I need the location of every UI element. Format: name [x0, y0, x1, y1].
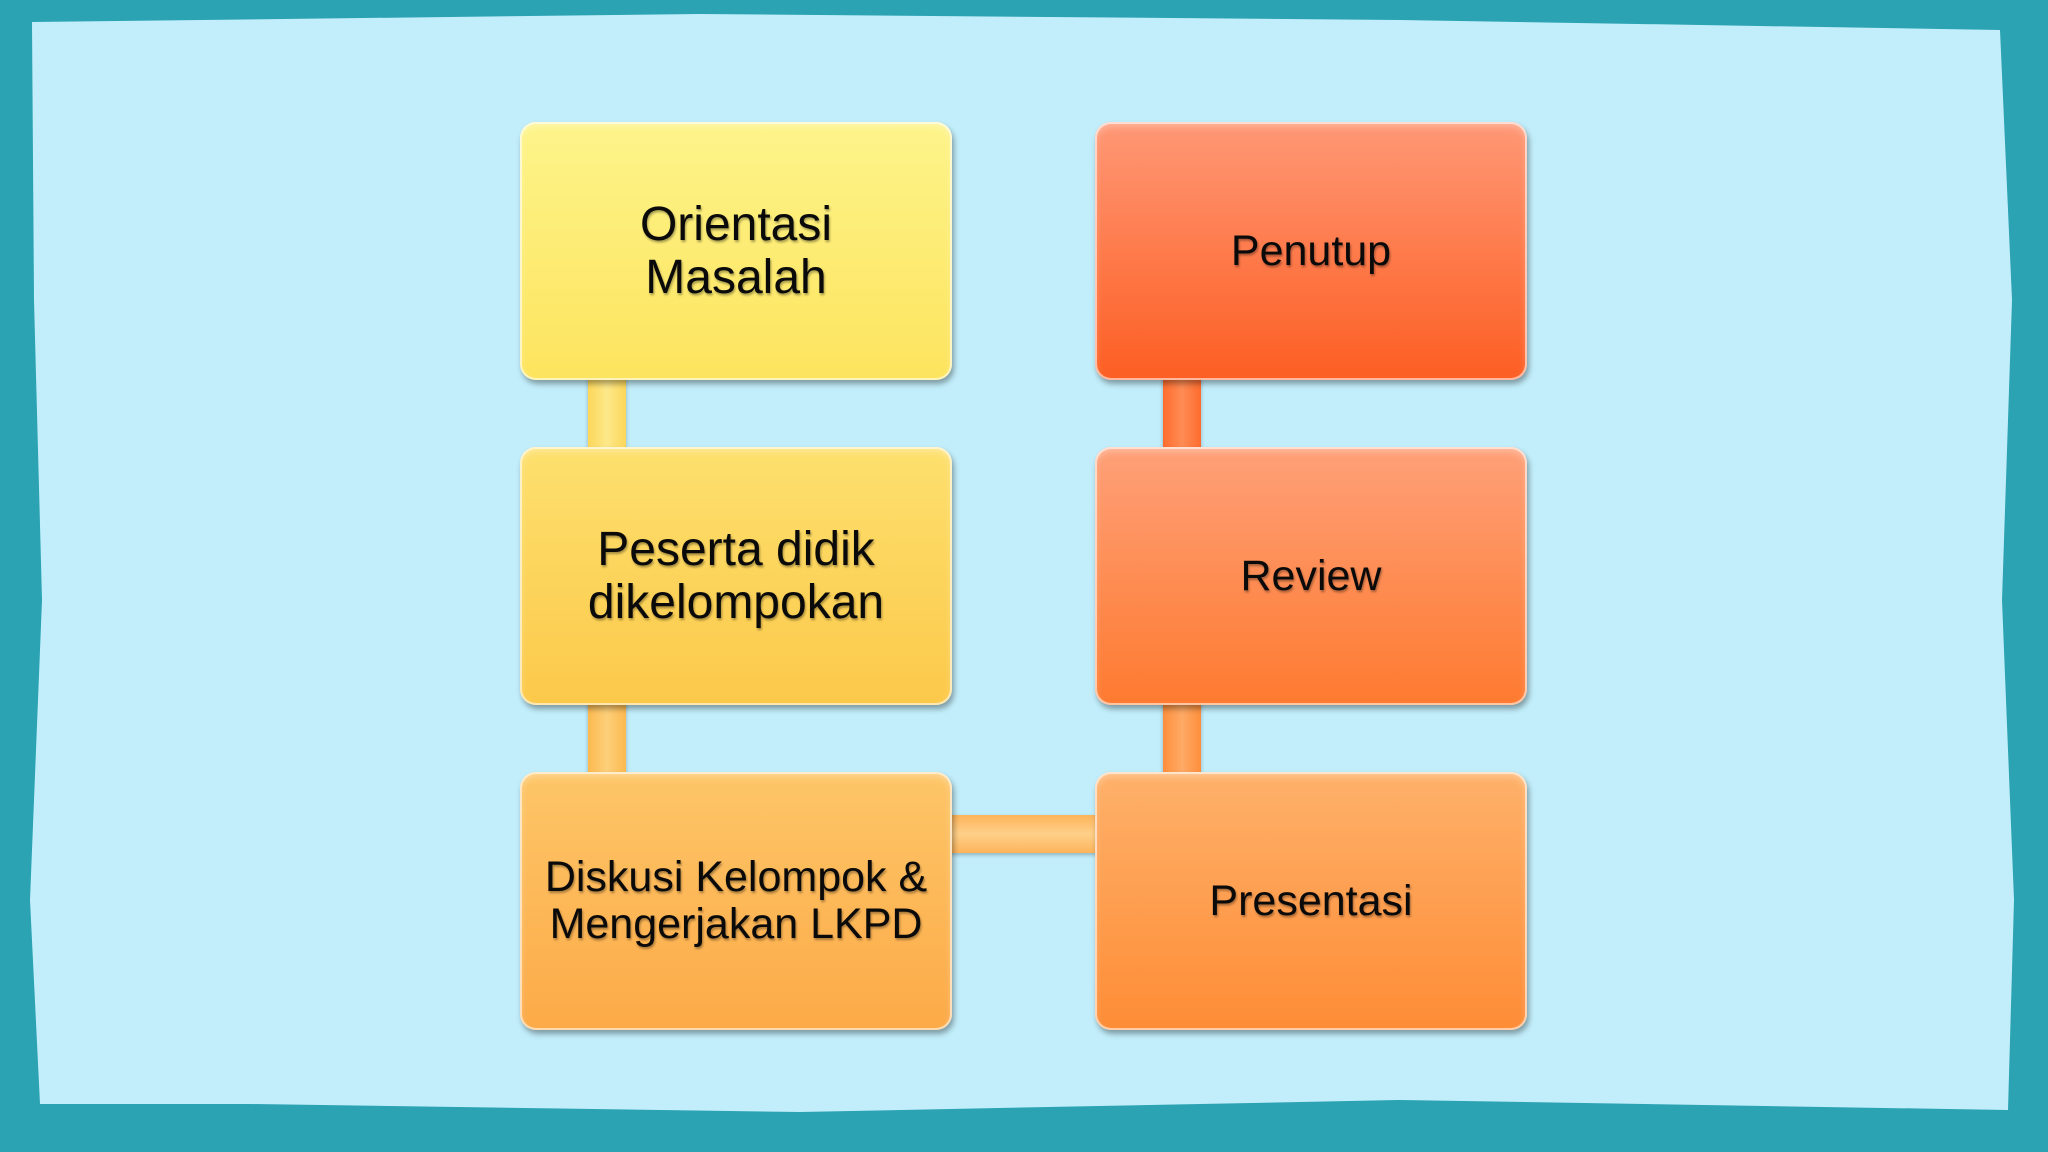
- step-label: Orientasi Masalah: [639, 198, 833, 304]
- step-review: Review: [1095, 447, 1527, 705]
- step-penutup: Penutup: [1095, 122, 1527, 380]
- connector-bottom-horizontal: [950, 815, 1100, 853]
- step-label: Review: [1240, 551, 1382, 600]
- step-peserta-didik-dikelompokan: Peserta didik dikelompokan: [520, 447, 952, 705]
- light-blue-panel: [30, 14, 2014, 1112]
- connector-right-bottom: [1163, 700, 1201, 782]
- connector-left-top: [588, 375, 626, 457]
- connector-left-bottom: [588, 700, 626, 782]
- step-label: Penutup: [1230, 226, 1392, 275]
- connector-right-top: [1163, 375, 1201, 457]
- step-diskusi-kelompok: Diskusi Kelompok & Mengerjakan LKPD: [520, 772, 952, 1030]
- step-label: Presentasi: [1209, 876, 1413, 925]
- step-presentasi: Presentasi: [1095, 772, 1527, 1030]
- step-label: Diskusi Kelompok & Mengerjakan LKPD: [544, 853, 928, 948]
- step-label: Peserta didik dikelompokan: [587, 523, 885, 629]
- step-orientasi-masalah: Orientasi Masalah: [520, 122, 952, 380]
